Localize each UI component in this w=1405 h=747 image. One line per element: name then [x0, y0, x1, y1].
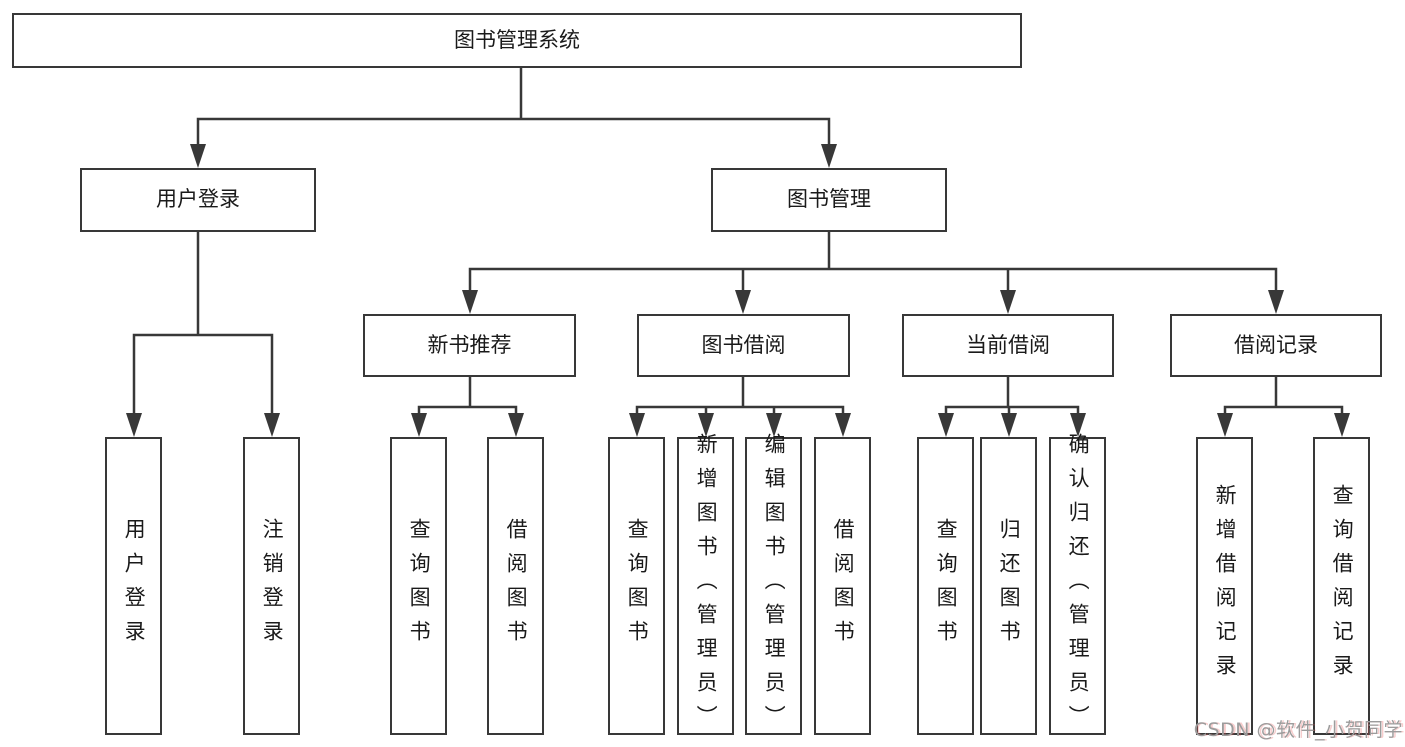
node-book-management-label: 图书管理	[787, 187, 871, 212]
arrowheads-path	[126, 144, 1350, 437]
leaf-query-books-current: 查询图书	[917, 437, 974, 735]
leaf-query-borrow-record: 查询借阅记录	[1313, 437, 1370, 735]
leaf-user-login: 用户登录	[105, 437, 162, 735]
leaf-edit-books-admin-label: 编辑图书（管理员）	[762, 433, 787, 739]
leaf-edit-books-admin: 编辑图书（管理员）	[745, 433, 802, 739]
node-book-management: 图书管理	[711, 168, 947, 232]
node-root-system-label: 图书管理系统	[454, 27, 580, 52]
leaf-query-books-borrowing-label: 查询图书	[625, 518, 650, 654]
node-new-book-recommendation: 新书推荐	[363, 314, 576, 377]
leaf-add-borrow-record-label: 新增借阅记录	[1213, 484, 1238, 688]
leaf-add-borrow-record: 新增借阅记录	[1196, 437, 1253, 735]
node-new-book-recommendation-label: 新书推荐	[427, 332, 512, 357]
connector-wire-path	[132, 66, 1344, 418]
node-root-system: 图书管理系统	[12, 13, 1022, 68]
leaf-return-books: 归还图书	[980, 437, 1037, 735]
leaf-borrow-books-borrowing: 借阅图书	[814, 437, 871, 735]
leaf-add-books-admin: 新增图书（管理员）	[677, 433, 734, 739]
leaf-query-books-borrowing: 查询图书	[608, 437, 665, 735]
leaf-query-borrow-record-label: 查询借阅记录	[1330, 484, 1355, 688]
node-current-borrowing-label: 当前借阅	[966, 332, 1050, 357]
leaf-user-login-label: 用户登录	[122, 518, 147, 654]
leaf-borrow-books-recommend: 借阅图书	[487, 437, 544, 735]
node-user-login: 用户登录	[80, 168, 316, 232]
leaf-query-books-current-label: 查询图书	[934, 518, 959, 654]
node-borrowing-records: 借阅记录	[1170, 314, 1382, 377]
node-book-borrowing-label: 图书借阅	[701, 332, 786, 357]
leaf-query-books-recommend: 查询图书	[390, 437, 447, 735]
node-user-login-label: 用户登录	[156, 187, 240, 212]
leaf-query-books-recommend-label: 查询图书	[407, 518, 432, 654]
leaf-borrow-books-recommend-label: 借阅图书	[504, 518, 529, 654]
leaf-confirm-return-admin: 确认归还（管理员）	[1049, 433, 1106, 739]
node-book-borrowing: 图书借阅	[637, 314, 850, 377]
node-borrowing-records-label: 借阅记录	[1234, 332, 1318, 357]
leaf-logout: 注销登录	[243, 437, 300, 735]
leaf-borrow-books-borrowing-label: 借阅图书	[831, 518, 856, 654]
csdn-watermark: CSDN @软件_小贺同学	[1193, 719, 1403, 741]
leaf-return-books-label: 归还图书	[997, 518, 1022, 654]
node-current-borrowing: 当前借阅	[902, 314, 1114, 377]
leaf-confirm-return-admin-label: 确认归还（管理员）	[1066, 433, 1091, 739]
leaf-add-books-admin-label: 新增图书（管理员）	[694, 433, 719, 739]
leaf-logout-label: 注销登录	[260, 518, 285, 654]
